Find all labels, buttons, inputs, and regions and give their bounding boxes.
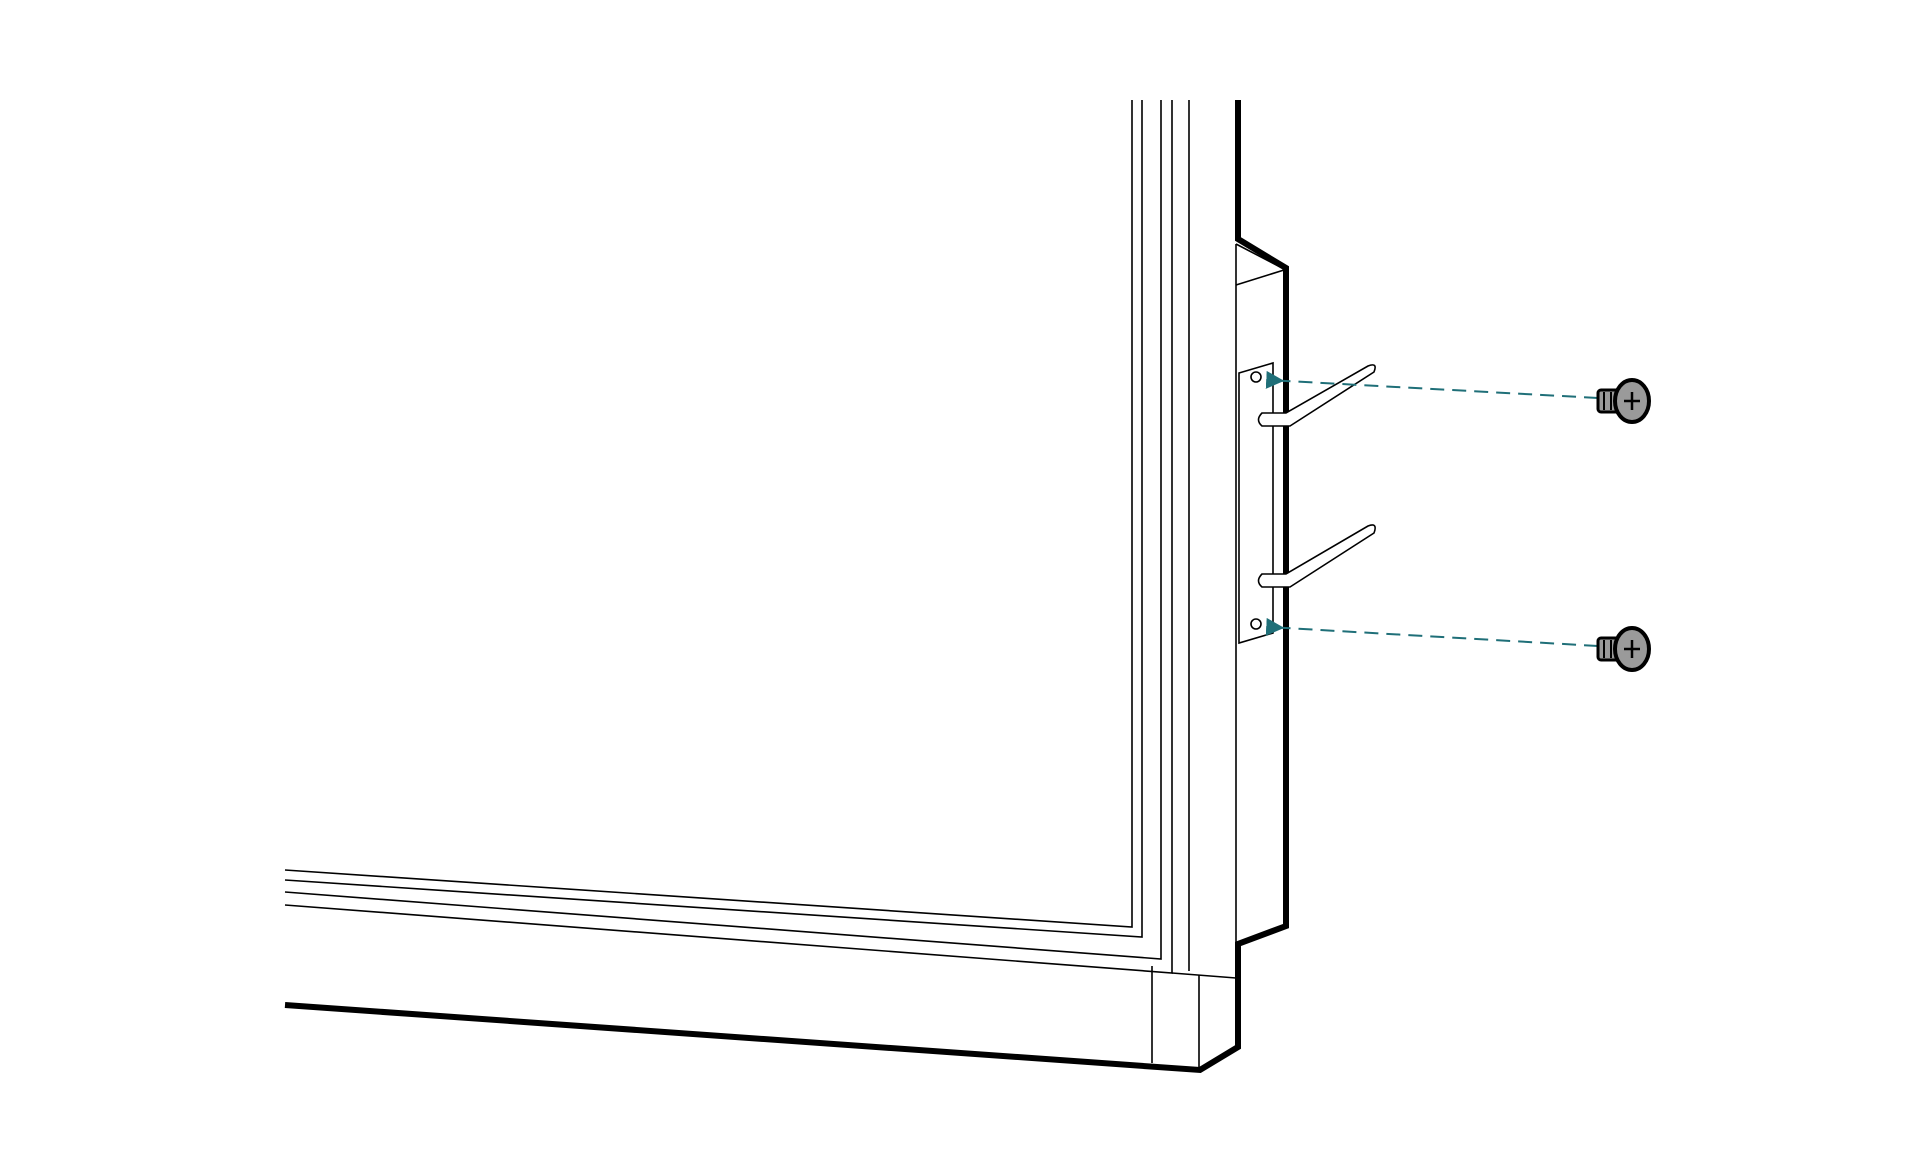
outer-frame — [284, 100, 1289, 1074]
corner-top-line — [1171, 972, 1237, 979]
screw-icon — [1596, 626, 1651, 672]
bracket-hole-bottom — [1250, 618, 1262, 630]
insertion-arrows — [1265, 370, 1599, 647]
screw-icon — [1596, 378, 1651, 424]
side-recess-line — [1235, 269, 1285, 286]
dashed-arrow-top — [1265, 370, 1599, 399]
screen-edge — [284, 100, 1133, 928]
inner-bezel-2 — [284, 100, 1162, 960]
side-top-edge — [1235, 243, 1285, 270]
inner-bezel-1 — [284, 100, 1143, 938]
bracket-plate — [1238, 361, 1274, 645]
handle-bar-top — [1257, 364, 1376, 427]
display-panel — [284, 100, 1289, 1074]
handle-bar-bottom — [1257, 524, 1376, 588]
bracket-hole-top — [1250, 371, 1262, 383]
handle-bracket — [1238, 361, 1376, 645]
inner-bezel-3 — [284, 100, 1173, 974]
dashed-arrow-bottom — [1265, 617, 1599, 647]
